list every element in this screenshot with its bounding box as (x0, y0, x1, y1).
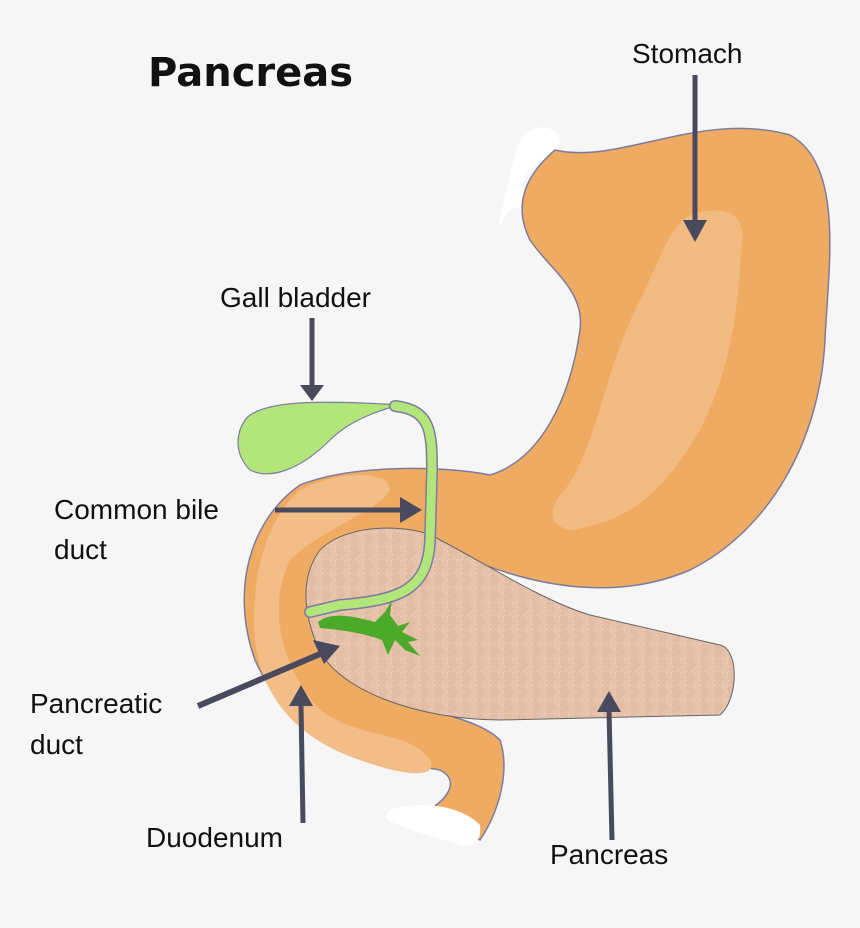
gall-bladder-organ (237, 401, 401, 475)
label-pancreatic-duct-1: Pancreatic (30, 688, 163, 719)
esophagus-tissue (497, 127, 560, 230)
label-pancreatic-duct-2: duct (30, 729, 83, 760)
arrows (196, 75, 707, 841)
common-bile-duct (305, 401, 437, 617)
label-stomach: Stomach (632, 38, 743, 69)
duodenum-tissue (385, 805, 481, 846)
page-title: Pancreas (148, 50, 354, 96)
label-duodenum: Duodenum (146, 822, 283, 853)
stomach-highlight (552, 210, 743, 530)
label-common-bile-duct-1: Common bile (54, 494, 219, 525)
pancreatic-duct (318, 600, 420, 656)
label-gall-bladder: Gall bladder (220, 282, 371, 313)
label-common-bile-duct-2: duct (54, 534, 107, 565)
label-pancreas: Pancreas (550, 839, 669, 870)
